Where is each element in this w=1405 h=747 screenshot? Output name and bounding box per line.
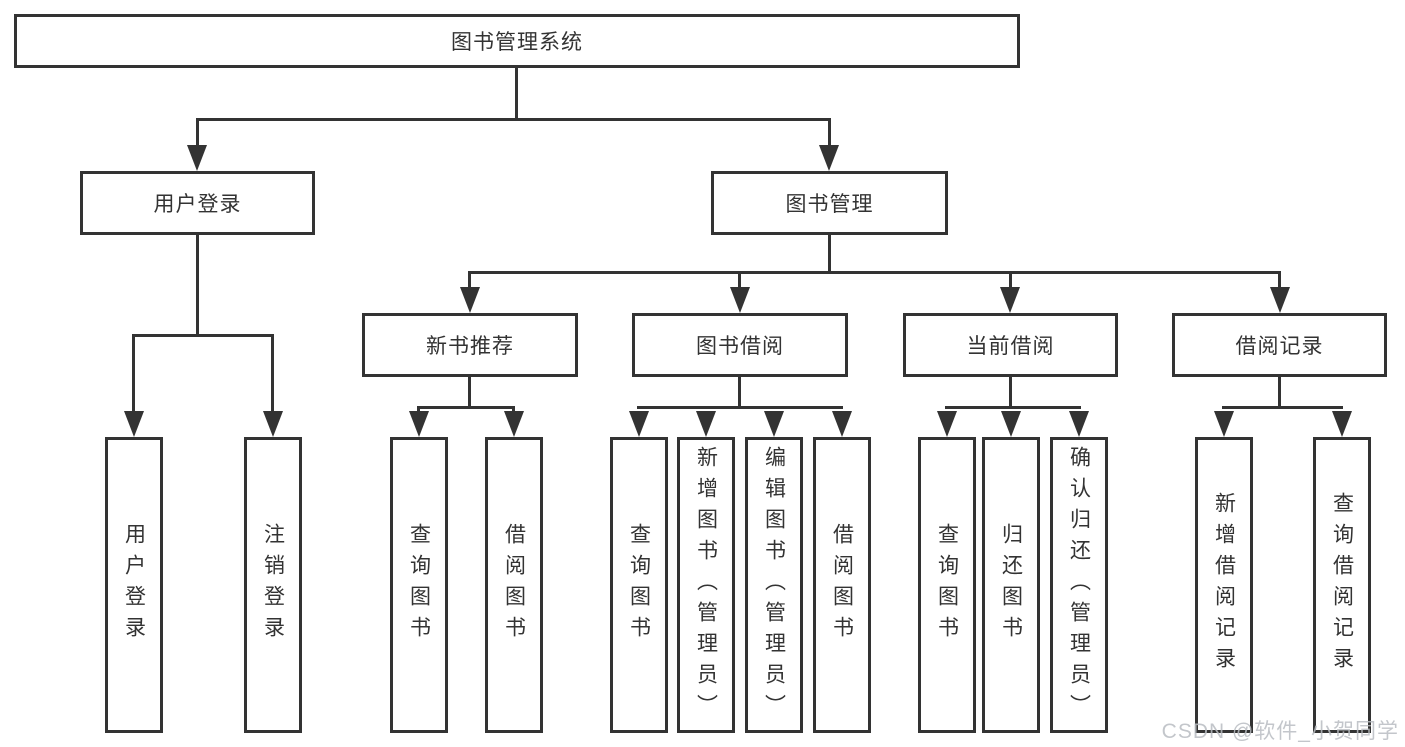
leaf-query-books-current: 查询图书: [918, 437, 976, 733]
leaf-borrow-books: 借阅图书: [813, 437, 871, 733]
leaf-return-books: 归还图书: [982, 437, 1040, 733]
leaf-add-borrow-record: 新增借阅记录: [1195, 437, 1253, 733]
connector-line: [271, 334, 274, 414]
leaf-query-books-borrow-label: 查询图书: [627, 523, 651, 647]
leaf-query-books-recommend-label: 查询图书: [407, 523, 431, 647]
leaf-add-books-admin: 新增图书（管理员）: [677, 437, 735, 733]
arrow-down: [730, 287, 750, 313]
arrow-down: [764, 411, 784, 437]
arrow-down: [832, 411, 852, 437]
node-book-borrow-label: 图书借阅: [696, 335, 784, 358]
node-current-borrow-label: 当前借阅: [966, 335, 1055, 358]
connector-line: [1222, 406, 1343, 409]
arrow-down: [187, 145, 207, 171]
connector-line: [196, 235, 199, 336]
connector-line: [945, 406, 1081, 409]
arrow-down: [409, 411, 429, 437]
leaf-edit-books-admin-label: 编辑图书（管理员）: [762, 445, 786, 725]
node-new-book-recommend: 新书推荐: [362, 313, 578, 377]
leaf-borrow-books-label: 借阅图书: [830, 523, 854, 647]
node-root: 图书管理系统: [14, 14, 1020, 68]
node-borrow-records-label: 借阅记录: [1235, 335, 1324, 358]
arrow-down: [124, 411, 144, 437]
leaf-add-books-admin-label: 新增图书（管理员）: [694, 445, 718, 725]
leaf-logout: 注销登录: [244, 437, 302, 733]
leaf-edit-books-admin: 编辑图书（管理员）: [745, 437, 803, 733]
connector-line: [738, 271, 741, 291]
connector-line: [468, 271, 1281, 274]
connector-line: [828, 235, 831, 273]
leaf-confirm-return-admin-label: 确认归还（管理员）: [1067, 445, 1091, 725]
connector-line: [512, 406, 515, 415]
leaf-user-login: 用户登录: [105, 437, 163, 733]
node-borrow-records: 借阅记录: [1172, 313, 1387, 377]
connector-line: [1278, 377, 1281, 408]
arrow-down: [819, 145, 839, 171]
connector-line: [738, 377, 741, 408]
node-book-borrow: 图书借阅: [632, 313, 848, 377]
leaf-confirm-return-admin: 确认归还（管理员）: [1050, 437, 1108, 733]
leaf-return-books-label: 归还图书: [999, 523, 1023, 647]
leaf-logout-label: 注销登录: [261, 523, 285, 647]
connector-line: [468, 377, 471, 408]
arrow-down: [1001, 411, 1021, 437]
leaf-user-login-label: 用户登录: [122, 523, 146, 647]
connector-line: [417, 406, 420, 415]
connector-line: [1278, 271, 1281, 291]
connector-line: [417, 406, 515, 409]
connector-line: [828, 118, 831, 150]
node-user-login: 用户登录: [80, 171, 315, 235]
csdn-watermark: CSDN @软件_小贺同学: [1161, 720, 1399, 743]
node-current-borrow: 当前借阅: [903, 313, 1118, 377]
node-user-login-label: 用户登录: [153, 193, 242, 216]
leaf-add-borrow-record-label: 新增借阅记录: [1212, 492, 1236, 678]
arrow-down: [1270, 287, 1290, 313]
arrow-down: [1214, 411, 1234, 437]
connector-line: [196, 118, 831, 121]
connector-line: [637, 406, 843, 409]
node-book-management-label: 图书管理: [785, 193, 874, 216]
connector-line: [1009, 271, 1012, 291]
connector-line: [132, 334, 135, 414]
arrow-down: [1332, 411, 1352, 437]
arrow-down: [696, 411, 716, 437]
node-new-book-recommend-label: 新书推荐: [426, 335, 514, 358]
arrow-down: [937, 411, 957, 437]
arrow-down: [1069, 411, 1089, 437]
arrow-down: [1000, 287, 1020, 313]
connector-line: [196, 118, 199, 150]
leaf-borrow-books-recommend: 借阅图书: [485, 437, 543, 733]
connector-line: [132, 334, 273, 337]
node-book-management: 图书管理: [711, 171, 948, 235]
arrow-down: [629, 411, 649, 437]
leaf-query-borrow-record-label: 查询借阅记录: [1330, 492, 1354, 678]
connector-line: [468, 271, 471, 291]
leaf-query-books-current-label: 查询图书: [935, 523, 959, 647]
arrow-down: [504, 411, 524, 437]
node-root-label: 图书管理系统: [451, 31, 583, 54]
leaf-query-books-recommend: 查询图书: [390, 437, 448, 733]
arrow-down: [460, 287, 480, 313]
leaf-query-books-borrow: 查询图书: [610, 437, 668, 733]
leaf-query-borrow-record: 查询借阅记录: [1313, 437, 1371, 733]
connector-line: [515, 68, 518, 120]
leaf-borrow-books-recommend-label: 借阅图书: [502, 523, 526, 647]
connector-line: [1009, 377, 1012, 408]
arrow-down: [263, 411, 283, 437]
